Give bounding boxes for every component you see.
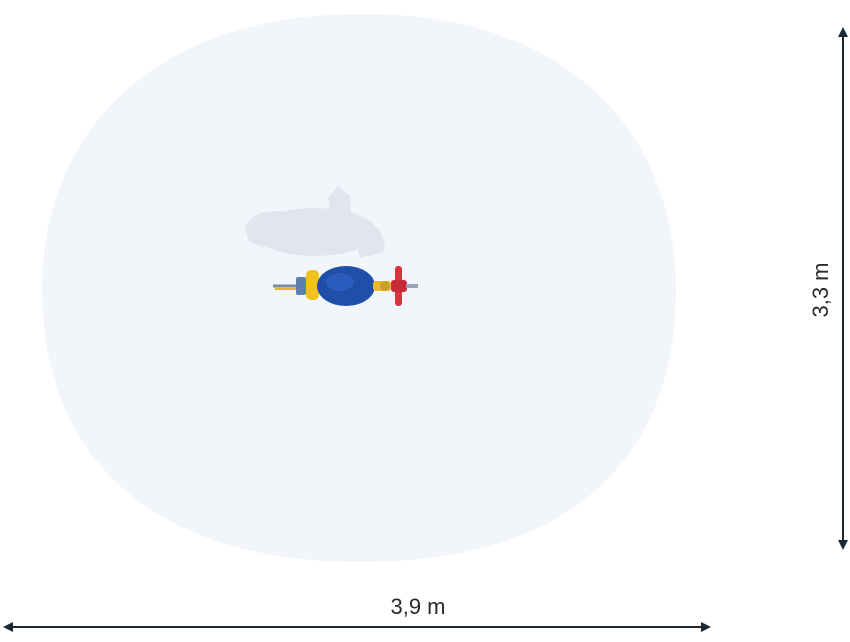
spring-rider-equipment-icon <box>273 266 418 306</box>
height-dimension-label: 3,3 m <box>808 262 833 317</box>
width-dimension-label: 3,9 m <box>390 594 445 619</box>
equipment-shadow <box>245 186 385 258</box>
